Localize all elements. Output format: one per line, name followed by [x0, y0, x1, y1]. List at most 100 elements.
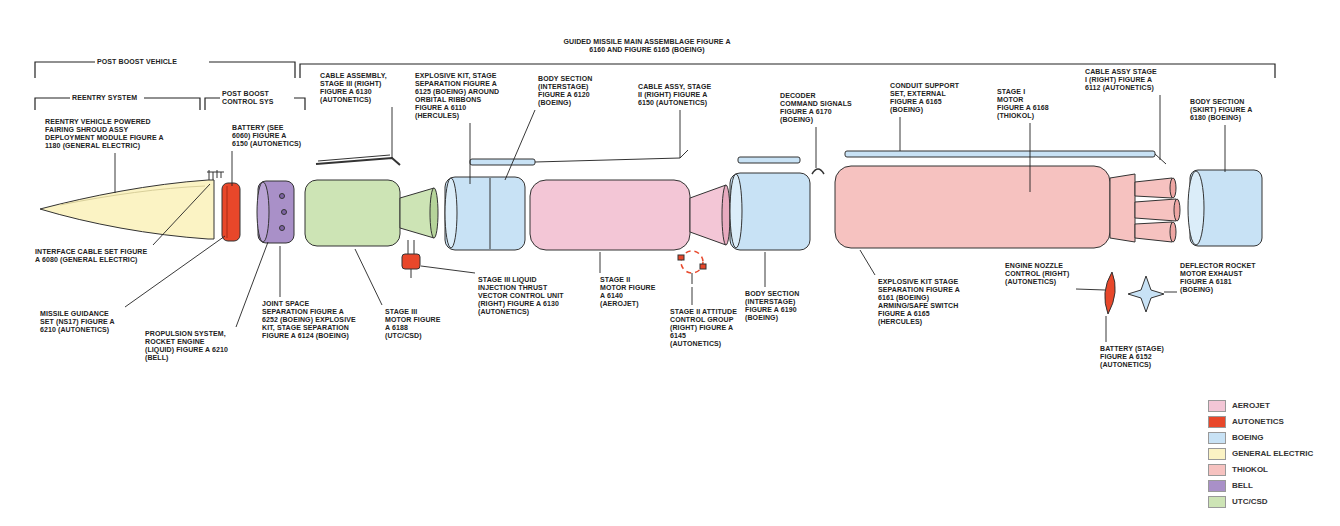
detail [1170, 178, 1176, 198]
legend-text: AEROJET [1232, 401, 1270, 411]
legend-entry: BELL [1208, 480, 1253, 492]
detail [227, 186, 228, 238]
part-label: PROPULSION SYSTEM, ROCKET ENGINE (LIQUID… [145, 330, 233, 362]
legend-entry: THIOKOL [1208, 464, 1268, 476]
legend-text: THIOKOL [1232, 465, 1268, 475]
shading [60, 186, 205, 205]
detail [700, 264, 706, 269]
part-label: STAGE III LIQUID INJECTION THRUST VECTOR… [478, 276, 566, 316]
part-label: ENGINE NOZZLE CONTROL (RIGHT) (AUTONETIC… [1005, 262, 1073, 286]
decoder [812, 169, 824, 174]
nozzle [1135, 178, 1172, 198]
wire [408, 240, 414, 254]
detail [1174, 199, 1180, 221]
legend-swatch [1208, 480, 1226, 492]
cable [318, 155, 390, 161]
stage-one-motor [835, 166, 1110, 248]
part-label: DEFLECTOR ROCKET MOTOR EXHAUST FIGURE A … [1180, 262, 1262, 294]
interstage-body [445, 177, 525, 250]
tvc-unit [402, 254, 420, 269]
legend-text: UTC/CSD [1232, 497, 1268, 507]
cable [470, 159, 535, 165]
wire [411, 269, 412, 278]
part-label: BODY SECTION (SKIRT) FIGURE A 6180 (BOEI… [1190, 98, 1258, 122]
legend-swatch [1208, 432, 1226, 444]
conduit [845, 151, 1155, 157]
guidance-set [222, 183, 240, 241]
leader-line [1106, 316, 1107, 342]
wire [692, 273, 693, 284]
legend-swatch [1208, 496, 1226, 508]
part-label: BODY SECTION (INTERSTAGE) FIGURE A 6120 … [538, 75, 610, 107]
leader-line [900, 117, 901, 151]
cable [535, 150, 688, 162]
part-label: CONDUIT SUPPORT SET, EXTERNAL FIGURE A 6… [890, 82, 972, 114]
legend-entry: GENERAL ELECTRIC [1208, 448, 1313, 460]
assembly-label: GUIDED MISSILE MAIN ASSEMBLAGE FIGURE A … [560, 38, 734, 54]
nozzle [1135, 222, 1172, 242]
cable [316, 158, 400, 165]
leader-line [680, 110, 681, 158]
part-label: BATTERY (STAGE) FIGURE A 6152 (AUTONETIC… [1100, 345, 1182, 369]
part-label: CABLE ASSEMBLY, STAGE III (RIGHT) FIGURE… [320, 72, 396, 104]
legend-entry: AEROJET [1208, 400, 1270, 412]
assembly-label: POST BOOST CONTROL SYS [220, 90, 294, 106]
legend-entry: BOEING [1208, 432, 1264, 444]
part-label: CABLE ASSY STAGE I (RIGHT) FIGURE A 6112… [1085, 68, 1157, 92]
leader-line [232, 151, 233, 186]
leader-line [505, 110, 535, 180]
leader-line [1076, 289, 1105, 290]
part-label: STAGE II MOTOR FIGURE A 6140 (AEROJET) [600, 276, 658, 308]
part-label: BODY SECTION (INTERSTAGE) FIGURE A 6190 … [745, 290, 813, 322]
detail [678, 255, 684, 260]
leader-line [1164, 292, 1177, 293]
cable [738, 157, 800, 163]
leader-line [280, 246, 281, 297]
legend-entry: UTC/CSD [1208, 496, 1268, 508]
part-label: DECODER COMMAND SIGNALS FIGURE A 6170 (B… [780, 92, 852, 124]
leader-line [421, 266, 475, 273]
detail [730, 174, 742, 248]
body-section [730, 173, 810, 250]
leader-line [765, 252, 766, 287]
detail [490, 178, 491, 249]
attitude-control [681, 251, 703, 273]
nozzle-control [1105, 272, 1115, 314]
legend-text: AUTONETICS [1232, 417, 1284, 427]
interface-pins [207, 170, 224, 180]
nozzle [690, 185, 726, 245]
leader-line [153, 184, 210, 245]
leader-line [392, 107, 393, 158]
nozzle [400, 188, 434, 238]
leader-line [816, 127, 817, 168]
missile-parts [40, 150, 1262, 314]
detail [280, 226, 285, 231]
leader-line [125, 236, 225, 307]
part-label: BATTERY (SEE 6060) FIGURE A 6150 (AUTONE… [232, 124, 302, 148]
part-label: STAGE I MOTOR FIGURE A 6168 (THIOKOL) [997, 88, 1049, 120]
propulsion-system [258, 181, 294, 243]
part-label: INTERFACE CABLE SET FIGURE A 6080 (GENER… [35, 248, 150, 264]
leader-line [1030, 123, 1031, 192]
leader-line [600, 252, 601, 273]
part-label: EXPLOSIVE KIT, STAGE SEPARATION FIGURE A… [415, 72, 510, 120]
part-label: STAGE III MOTOR FIGURE A 6188 (UTC/CSD) [385, 308, 443, 340]
reentry-vehicle [40, 180, 214, 239]
part-label: EXPLOSIVE KIT STAGE SEPARATION FIGURE A … [878, 278, 974, 326]
assembly-label: POST BOOST VEHICLE [95, 58, 209, 66]
legend-swatch [1208, 448, 1226, 460]
leader-line [1225, 125, 1226, 172]
part-label: REENTRY VEHICLE POWERED FAIRING SHROUD A… [45, 118, 175, 150]
legend-text: BELL [1232, 481, 1253, 491]
part-label: STAGE II ATTITUDE CONTROL GROUP (RIGHT) … [670, 308, 738, 348]
assembly-label: REENTRY SYSTEM [70, 94, 144, 102]
nozzle [1135, 199, 1176, 221]
legend-swatch [1208, 400, 1226, 412]
detail [280, 194, 285, 199]
detail [445, 178, 457, 248]
leader-line [470, 123, 471, 184]
legend-text: GENERAL ELECTRIC [1232, 449, 1313, 459]
legend-text: BOEING [1232, 433, 1264, 443]
leader-line [692, 287, 693, 305]
